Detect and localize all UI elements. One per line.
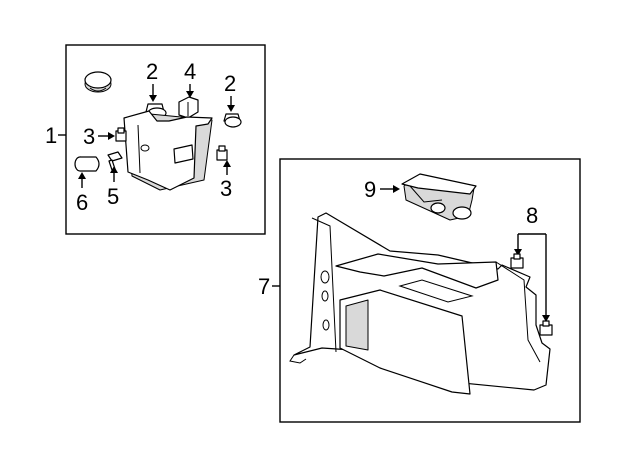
clip-part-3a <box>115 127 127 142</box>
callout-7: 7 <box>258 274 270 299</box>
fastener-part-2b <box>223 113 242 128</box>
clip-part-8a <box>510 253 524 269</box>
clip-part-4 <box>178 96 199 119</box>
callout-8-arrowhead-b <box>542 315 550 322</box>
tray-part-9 <box>401 173 477 221</box>
screw-part-5 <box>107 151 123 171</box>
assembly-1-frame <box>65 44 266 235</box>
callout-2b-arrowhead <box>227 105 235 112</box>
trim-panel-part-1 <box>123 110 213 191</box>
callout-2a: 2 <box>146 59 158 84</box>
plug-part-6 <box>74 156 100 172</box>
callout-2a-arrowhead <box>149 95 157 102</box>
callout-3b-arrowhead <box>223 160 231 167</box>
callout-8-arrowhead-a <box>514 249 522 256</box>
callout-8-bracket <box>517 233 547 316</box>
callout-1: 1 <box>45 123 57 148</box>
assembly-7-frame <box>279 158 581 423</box>
callout-3a-arrowhead <box>108 132 115 140</box>
clip-part-3b <box>216 145 228 161</box>
callout-9: 9 <box>364 177 376 202</box>
callout-2b: 2 <box>224 71 236 96</box>
clip-part-8b <box>539 320 553 336</box>
quarter-trim-panel <box>289 212 551 395</box>
callout-4: 4 <box>184 59 196 84</box>
callout-6-arrowhead <box>78 172 86 179</box>
callout-8: 8 <box>526 203 538 228</box>
callout-9-arrowhead <box>393 185 400 193</box>
callout-5-arrowhead <box>110 166 118 173</box>
plug-top-part <box>84 71 112 93</box>
callout-6: 6 <box>76 190 88 215</box>
callout-3b: 3 <box>220 176 232 201</box>
callout-4-arrowhead <box>186 91 194 98</box>
callout-5: 5 <box>107 184 119 209</box>
callout-3a: 3 <box>83 124 95 149</box>
